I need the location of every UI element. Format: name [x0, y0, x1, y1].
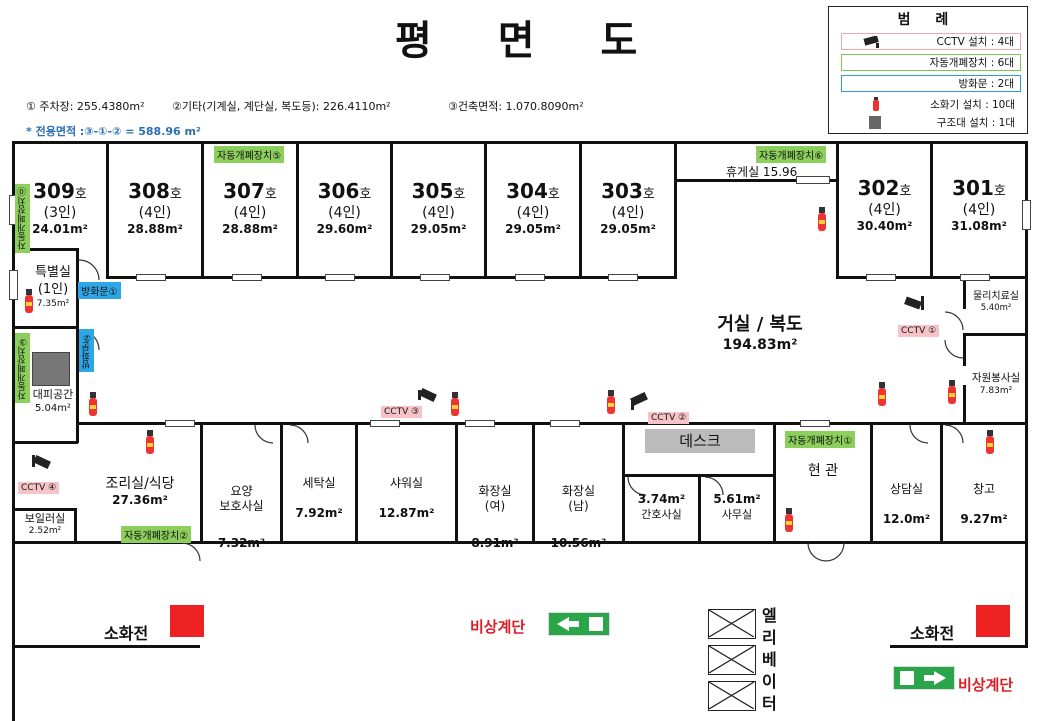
legend-cctv: CCTV 설치 : 4대 [841, 33, 1021, 50]
door-kitchen[interactable] [165, 420, 195, 427]
room-entrance: 현 관 [807, 463, 839, 479]
cctv-4: CCTV ④ [18, 482, 60, 494]
legend-title: 범 례 [897, 12, 959, 28]
extinguisher-icon [451, 392, 459, 416]
auto-closer-1: 자동개폐장치① [785, 431, 856, 448]
auto-closer-6: 자동개폐장치⑥ [756, 146, 827, 163]
door-shower[interactable] [370, 420, 400, 427]
room-volunteer: 자원봉사실 7.83m² [971, 372, 1021, 396]
extinguisher-icon [785, 508, 793, 532]
fire-door-2: 방화문② [79, 329, 94, 372]
cctv-icon [630, 392, 648, 410]
desk: 데스크 [645, 429, 755, 453]
hydrant-label-right: 소화전 [910, 624, 955, 643]
fire-door-1: 방화문① [78, 282, 121, 299]
cctv-icon [32, 455, 51, 470]
cctv-3: CCTV ③ [381, 406, 423, 418]
door-301[interactable] [960, 274, 990, 281]
room-301: 301호 (4인) 31.08m² [951, 176, 1007, 234]
auto-closer-3: 자동개폐장치③ [15, 333, 30, 403]
room-305: 305호 (4인) 29.05m² [410, 179, 467, 237]
room-boiler: 보일러실 2.52m² [24, 512, 66, 537]
cctv-2: CCTV ② [648, 412, 690, 424]
parking-area: ① 주차장: 255.4380m² [26, 100, 145, 113]
cctv-icon [863, 36, 879, 48]
door-302[interactable] [866, 274, 896, 281]
extinguisher-icon [607, 390, 615, 414]
door-lounge[interactable] [796, 176, 830, 184]
room-storage: 창고 9.27m² [960, 482, 1008, 526]
elevator-icon [708, 681, 756, 711]
room-wc-f: 화장실 (여) 8.91m² [471, 483, 519, 551]
room-303: 303호 (4인) 29.05m² [600, 179, 656, 237]
legend-rescue: 구조대 설치 : 1대 [841, 114, 1021, 131]
door-308[interactable] [136, 274, 166, 281]
room-living: 거실 / 복도 194.83m² [717, 314, 803, 354]
extinguisher-icon [25, 289, 33, 313]
room-nurse: 3.74m² 간호사실 [637, 492, 686, 521]
cctv-1: CCTV ① [898, 325, 940, 337]
extinguisher-icon [873, 97, 879, 111]
extinguisher-icon [948, 380, 956, 404]
auto-closer-5: 자동개폐장치⑤ [214, 146, 285, 163]
room-laundry: 세탁실 7.92m² [295, 476, 343, 520]
room-309: 309호 (3인) 24.01m² [32, 179, 88, 237]
room-wc-m: 화장실 (남) 10.56m² [550, 483, 607, 551]
emergency-stairs-right: 비상계단 [958, 676, 1014, 694]
cctv-icon [904, 296, 924, 310]
room-counsel: 상담실 12.0m² [882, 482, 931, 526]
door-306[interactable] [325, 274, 355, 281]
room-306: 306호 (4인) 29.60m² [316, 179, 373, 237]
room-308: 308호 (4인) 28.88m² [127, 179, 183, 237]
auto-closer-2: 자동개폐장치② [121, 526, 192, 543]
lounge-label: 휴게실 15.96 [726, 165, 798, 179]
exit-sign-icon [893, 666, 955, 690]
room-302: 302호 (4인) 30.40m² [856, 176, 913, 234]
door-entrance[interactable] [800, 420, 830, 427]
extinguisher-icon [89, 392, 97, 416]
room-304: 304호 (4인) 29.05m² [505, 179, 561, 237]
room-shower: 샤워실 12.87m² [378, 476, 435, 520]
building-area: ③건축면적: 1.070.8090m² [448, 100, 584, 113]
window-301 [1022, 200, 1031, 230]
room-refuge: 대피공간 5.04m² [32, 388, 74, 415]
page-title: 평 면 도 [395, 18, 664, 64]
rescue-device-icon [32, 352, 70, 386]
extinguisher-icon [146, 430, 154, 454]
room-special: 특별실 (1인) 7.35m² [35, 265, 71, 309]
extinguisher-icon [818, 207, 826, 231]
legend-auto-closer: 자동개폐장치 : 6대 [841, 54, 1021, 71]
legend-fire-door: 방화문 : 2대 [841, 75, 1021, 92]
emergency-stairs-left: 비상계단 [470, 618, 526, 636]
door-303[interactable] [608, 274, 638, 281]
auto-closer-0: 자동개폐장치⓪ [15, 184, 30, 253]
extinguisher-icon [878, 382, 886, 406]
room-office: 5.61m² 사무실 [713, 492, 761, 521]
window-special [9, 270, 18, 300]
room-physio: 물리치료실 5.40m² [973, 291, 1019, 313]
exit-sign-icon [548, 612, 610, 636]
door-wc-m[interactable] [550, 420, 580, 427]
door-305[interactable] [420, 274, 450, 281]
legend: 범 례 CCTV 설치 : 4대 자동개폐장치 : 6대 방화문 : 2대 소화… [828, 6, 1028, 134]
door-wc-f[interactable] [465, 420, 495, 427]
exclusive-area: * 전용면적 :③-①-② = 588.96 m² [26, 125, 201, 138]
door-304[interactable] [515, 274, 545, 281]
rescue-icon [869, 116, 881, 129]
room-kitchen: 조리실/식당 27.36m² [105, 476, 175, 508]
other-area: ②기타(기계실, 계단실, 복도등): 226.4110m² [172, 100, 391, 113]
room-307: 307호 (4인) 28.88m² [222, 179, 278, 237]
hydrant-icon [170, 605, 204, 637]
cctv-icon [418, 388, 437, 403]
room-care: 요양 보호사실 7.32m² [217, 483, 266, 551]
hydrant-icon [976, 605, 1010, 637]
elevator-icon [708, 609, 756, 639]
elevator-icon [708, 645, 756, 675]
door-307[interactable] [232, 274, 262, 281]
extinguisher-icon [986, 430, 994, 454]
legend-extinguisher: 소화기 설치 : 10대 [841, 96, 1021, 113]
hydrant-label-left: 소화전 [104, 624, 149, 643]
